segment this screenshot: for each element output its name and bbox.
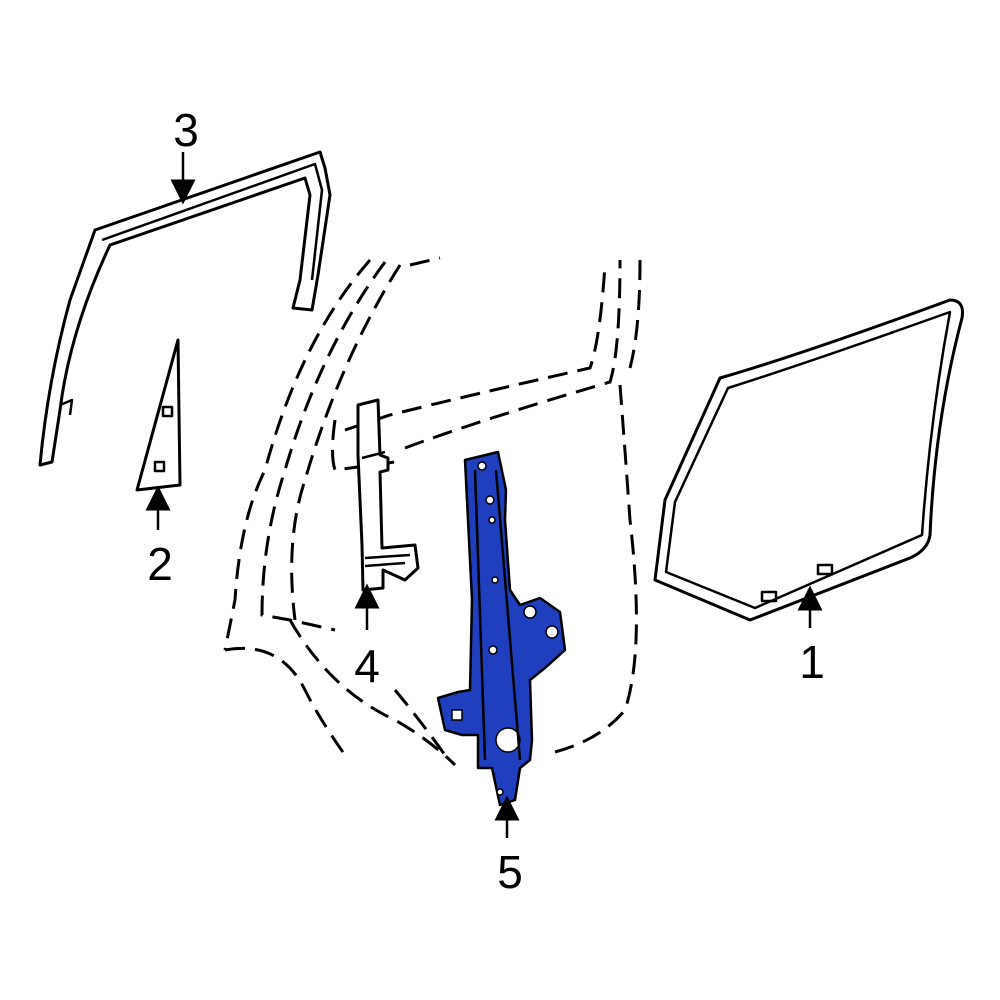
callout-1: 1	[799, 636, 825, 688]
callout-5: 5	[497, 846, 523, 898]
callout-arrows	[145, 152, 823, 838]
window-run-channel	[38, 150, 332, 467]
door-glass	[653, 298, 964, 622]
guide-channel	[356, 398, 420, 592]
callout-2: 2	[147, 538, 173, 590]
regulator-body	[436, 450, 567, 807]
door-outline	[223, 256, 642, 767]
callout-4: 4	[354, 640, 380, 692]
callout-3: 3	[173, 104, 199, 156]
triangle-glass	[135, 338, 182, 492]
window-regulator	[436, 450, 567, 807]
